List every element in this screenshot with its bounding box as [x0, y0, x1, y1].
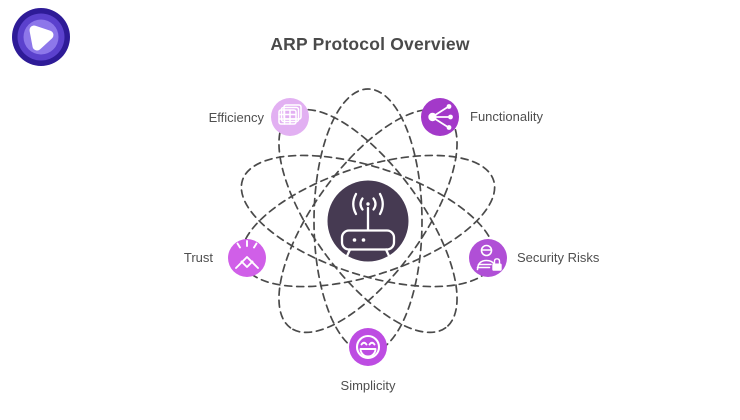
node-label-simplicity: Simplicity [340, 378, 396, 393]
node-label-security-risks: Security Risks [517, 250, 600, 265]
page-title: ARP Protocol Overview [270, 34, 470, 54]
logo-core-shape [29, 25, 54, 51]
smiley-face-icon [355, 334, 381, 360]
node-trust [228, 239, 266, 277]
wireless-router-icon [340, 192, 396, 258]
share-network-icon [428, 104, 453, 130]
center-node [327, 180, 409, 262]
stacked-tables-icon [278, 104, 302, 125]
node-simplicity [349, 328, 387, 366]
node-simplicity-circle [349, 328, 387, 366]
node-security-risks [469, 239, 507, 277]
node-label-functionality: Functionality [470, 109, 543, 124]
node-label-efficiency: Efficiency [208, 110, 264, 125]
node-security-risks-circle [469, 239, 507, 277]
node-functionality [421, 98, 459, 136]
brand-logo [12, 8, 70, 66]
node-label-trust: Trust [183, 250, 213, 265]
node-efficiency [271, 98, 309, 136]
handshake-sparks-icon [235, 240, 259, 269]
hacker-lock-icon [476, 244, 502, 271]
